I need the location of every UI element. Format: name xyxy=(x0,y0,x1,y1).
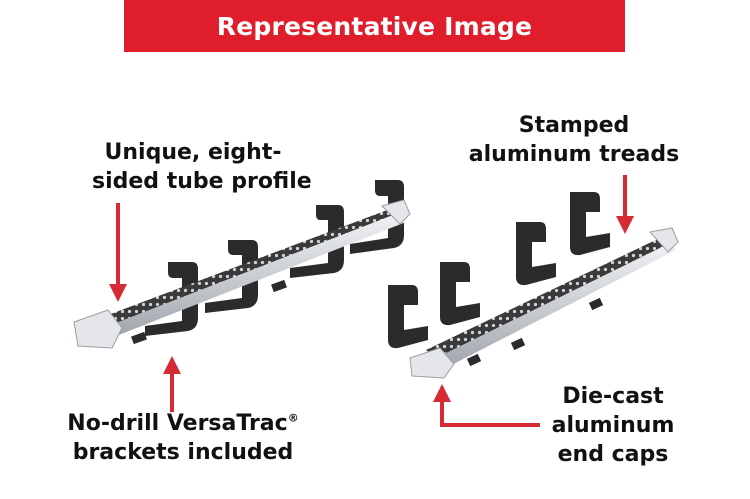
brackets-arrow xyxy=(163,356,181,412)
treads-line2: aluminum treads xyxy=(468,142,680,167)
right-running-board xyxy=(388,192,679,379)
treads-arrow xyxy=(616,175,634,234)
left-board-end-cap xyxy=(73,309,123,349)
brackets-line1: No-drill VersaTrac xyxy=(67,411,288,436)
right-board-tube xyxy=(412,240,676,376)
end-caps-line1: Die-cast xyxy=(562,384,664,409)
right-board-brackets xyxy=(388,192,610,349)
right-board-tread xyxy=(426,236,672,358)
registered-trademark: ® xyxy=(287,411,299,425)
callout-arrows xyxy=(109,175,634,427)
end-caps-line2: aluminum xyxy=(551,413,675,438)
tube-profile-line1: Unique, eight- xyxy=(104,140,282,165)
banner-label: Representative Image xyxy=(216,11,533,41)
right-board-end-cap xyxy=(409,347,455,379)
tube-profile-callout: Unique, eight- sided tube profile xyxy=(92,138,312,196)
end-caps-arrow xyxy=(433,384,540,427)
treads-callout: Stamped aluminum treads xyxy=(464,111,684,169)
left-board-tube xyxy=(76,212,406,344)
brackets-callout: No-drill VersaTrac® brackets included xyxy=(58,409,308,467)
left-board-tread xyxy=(100,209,398,326)
tube-profile-arrow xyxy=(109,203,127,302)
end-caps-callout: Die-cast aluminum end caps xyxy=(548,382,678,469)
representative-image-banner: Representative Image xyxy=(124,0,625,52)
treads-line1: Stamped xyxy=(518,113,630,138)
left-board-brackets xyxy=(145,180,404,336)
brackets-line2: brackets included xyxy=(72,440,294,465)
left-running-board xyxy=(73,180,411,349)
tube-profile-line2: sided tube profile xyxy=(92,169,312,194)
end-caps-line3: end caps xyxy=(557,442,669,467)
